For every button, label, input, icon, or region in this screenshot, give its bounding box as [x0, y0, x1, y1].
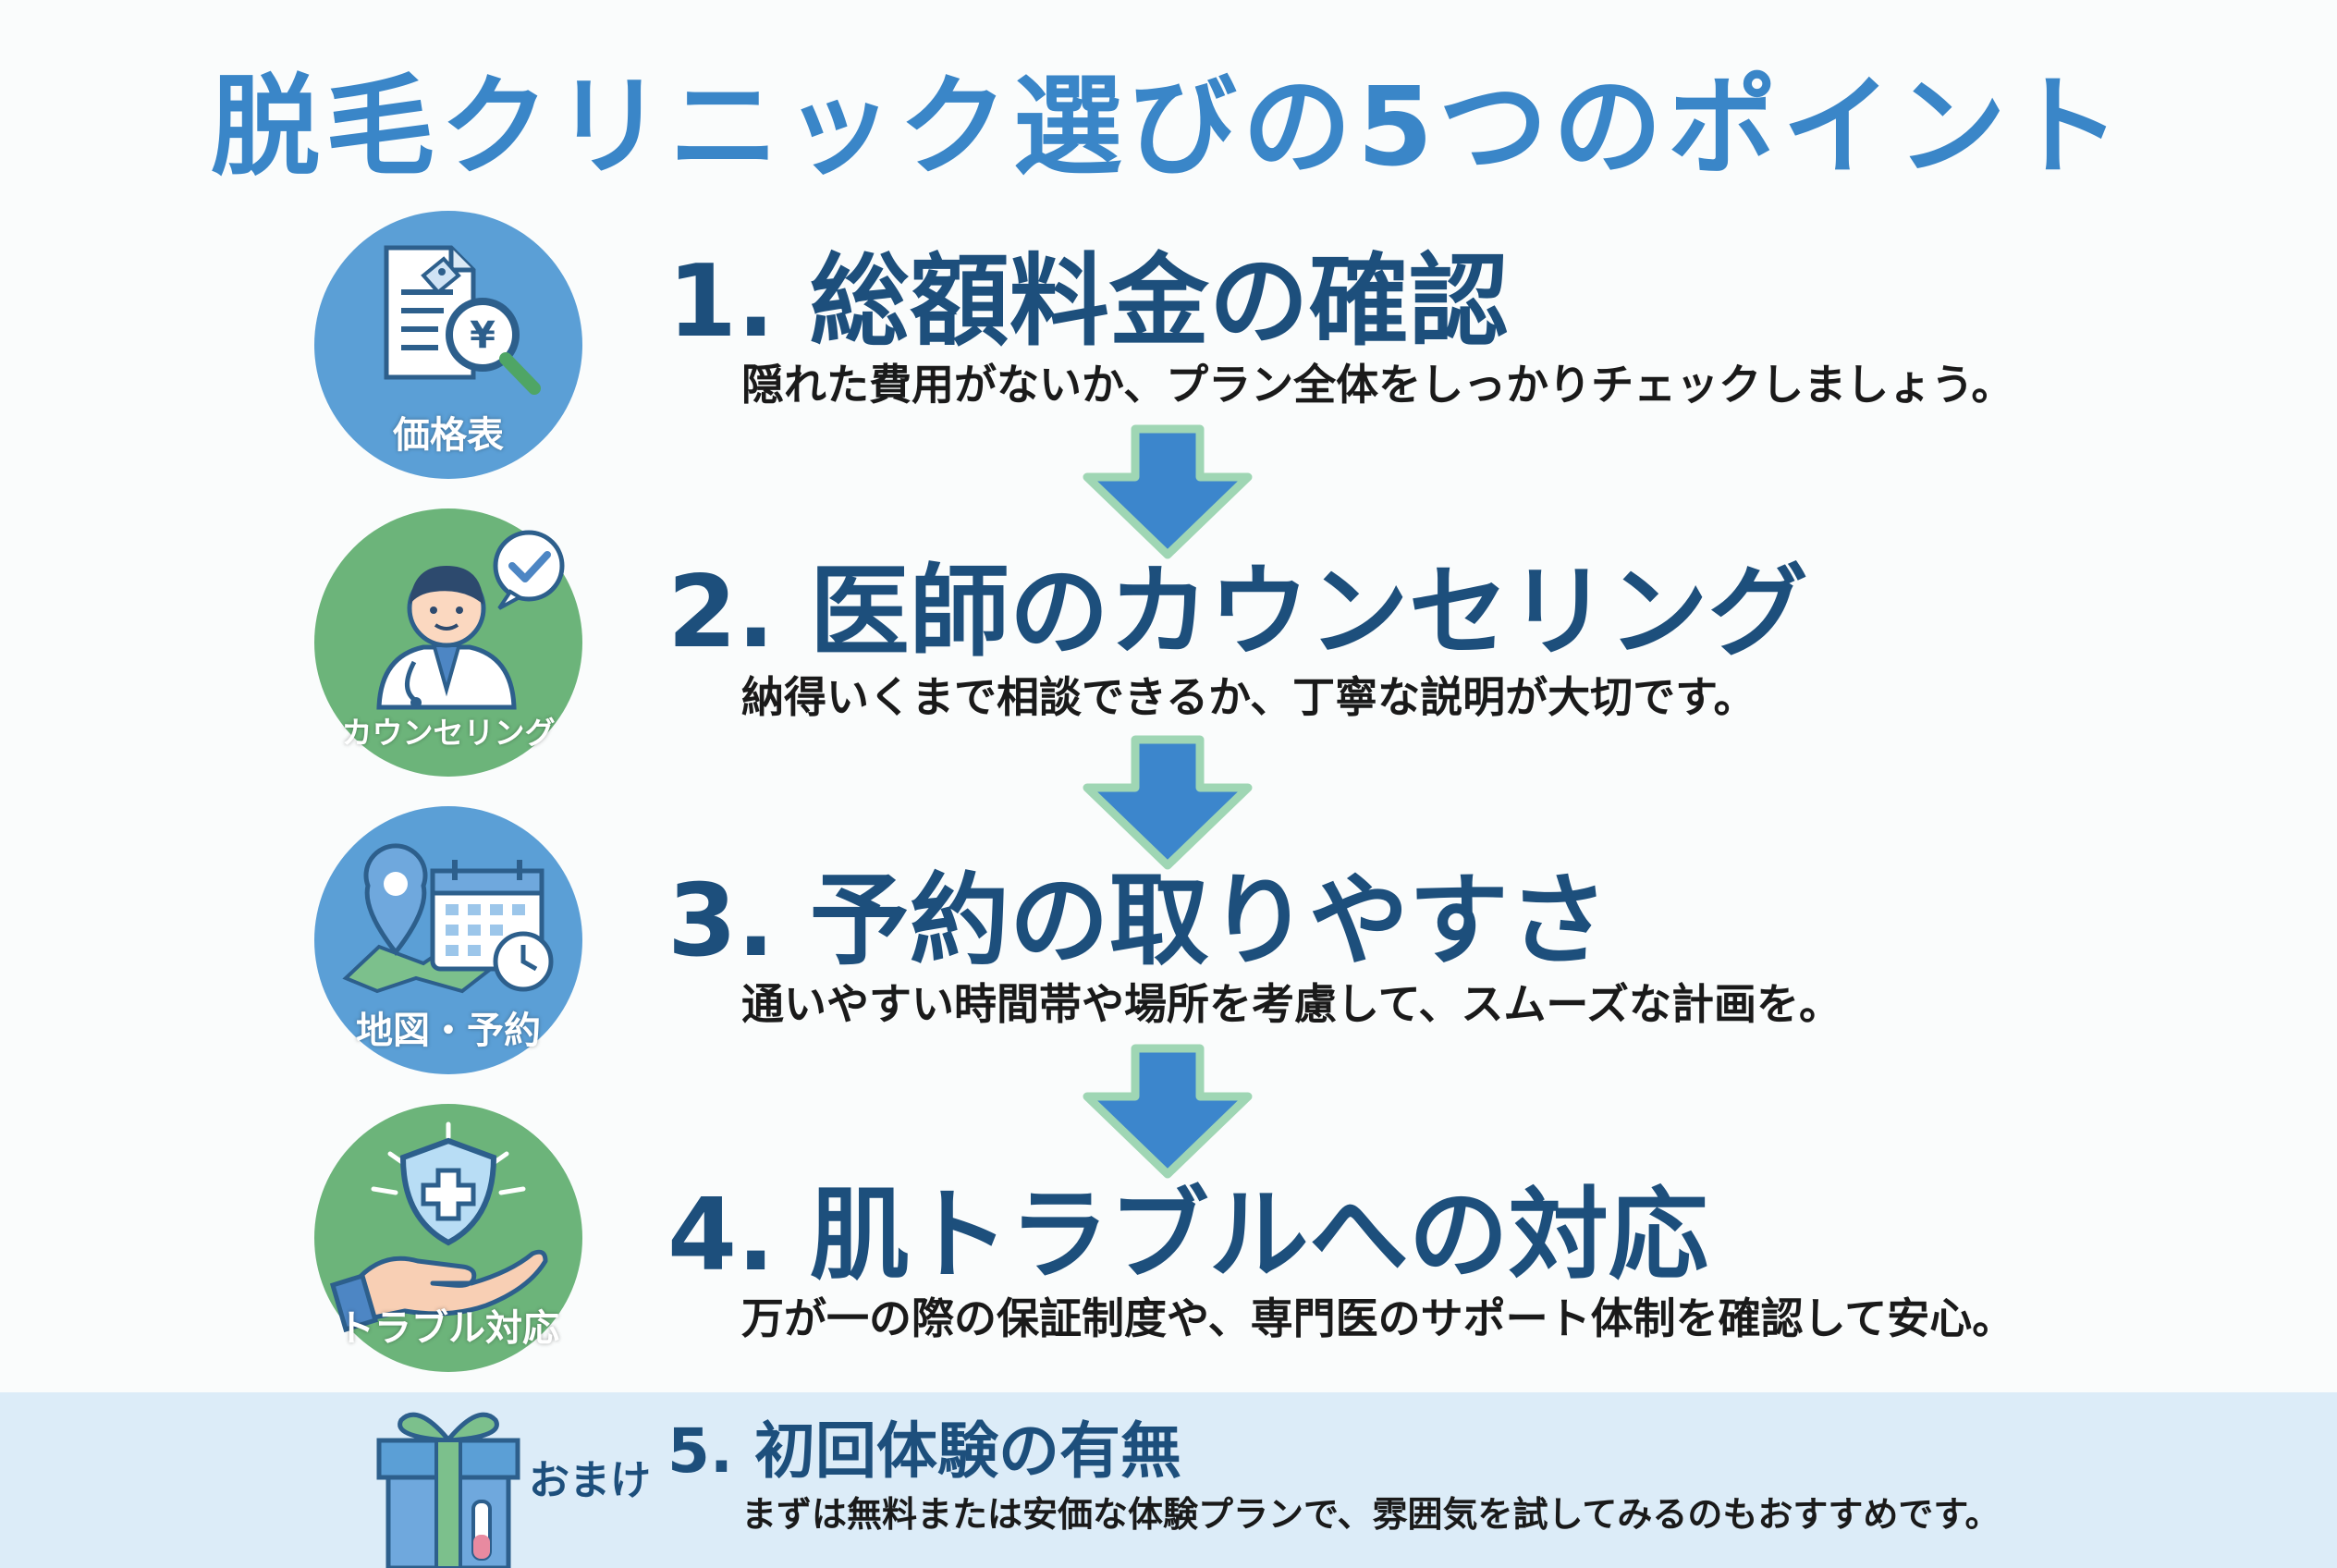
page-title: 脱毛クリニック選びの5つのポイント [210, 63, 2127, 190]
point-4-icon-label: トラブル対応 [337, 1307, 559, 1350]
down-arrow-icon [1083, 1044, 1253, 1179]
bonus-label: おまけ [529, 1457, 651, 1504]
point-3-badge: 地図・予約 [314, 806, 582, 1074]
point-3-heading: 3. 予約の取りやすさ [667, 864, 1609, 979]
bonus-heading: 5. 初回体験の有無 [667, 1415, 1181, 1487]
point-1-icon-label: 価格表 [393, 414, 504, 457]
price-list-yen-magnifier-icon: ¥ [384, 245, 541, 395]
point-4-badge: トラブル対応 [314, 1104, 582, 1372]
point-2-icon-label: カウンセリング [341, 715, 556, 751]
map-pin-calendar-clock-icon [342, 843, 554, 994]
point-4-heading: 4. 肌トラブルへの対応 [667, 1178, 1708, 1293]
point-3-icon-label: 地図・予約 [356, 1010, 541, 1052]
point-2-description: 納得いくまで相談できるか、丁寧な説明が大切です。 [741, 672, 1756, 722]
down-arrow-icon [1083, 424, 1253, 559]
doctor-check-bubble-icon [376, 530, 565, 710]
point-3-description: 通いやすい時間帯や場所を考慮して、スムーズな計画を。 [741, 979, 1842, 1029]
point-1-badge: ¥ 価格表 [314, 211, 582, 479]
point-2-badge: カウンセリング [314, 508, 582, 777]
gift-box-icon [376, 1412, 520, 1568]
shield-cross-hand-icon [329, 1121, 548, 1333]
point-1-heading: 1. 総額料金の確認 [667, 244, 1509, 360]
svg-text:¥: ¥ [470, 314, 496, 357]
bonus-description: まずは無料または安価な体験プランで、雰囲気を試してみるのもおすすめです。 [741, 1494, 2001, 1535]
point-1-description: 隠れた費用がないか、プラン全体をしっかりチェックしましょう。 [741, 360, 2014, 410]
down-arrow-icon [1083, 735, 1253, 870]
point-2-heading: 2. 医師のカウンセリング [667, 555, 1808, 670]
point-4-description: 万が一の際の保証制度や、専門医のサポート体制を確認して安心。 [741, 1293, 2015, 1343]
